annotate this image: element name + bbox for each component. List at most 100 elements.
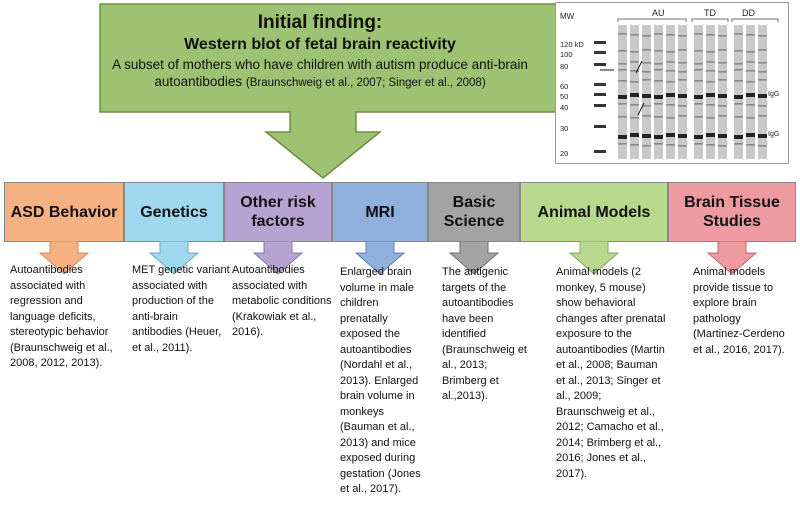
callout-subtitle: Western blot of fetal brain reactivity bbox=[184, 36, 456, 53]
blot-band bbox=[630, 133, 639, 137]
blot-band bbox=[746, 70, 755, 72]
blot-band bbox=[758, 94, 767, 98]
blot-band bbox=[666, 117, 675, 119]
blot-band bbox=[630, 51, 639, 53]
igg-label-light: IgG bbox=[768, 131, 779, 138]
down-arrow-icon bbox=[38, 241, 90, 275]
blot-band bbox=[618, 33, 627, 35]
down-arrow-icon bbox=[448, 241, 500, 275]
genetics-description: MET genetic variant associated with prod… bbox=[132, 264, 230, 354]
blot-band bbox=[618, 95, 627, 99]
blot-band bbox=[694, 80, 703, 82]
blot-lanes bbox=[594, 25, 767, 159]
blot-band bbox=[666, 93, 675, 97]
mw-marker: 50 bbox=[560, 92, 568, 101]
blot-band bbox=[666, 70, 675, 72]
blot-lane bbox=[694, 25, 703, 159]
blot-band bbox=[654, 103, 663, 105]
callout-body-wrap: A subset of mothers who have children wi… bbox=[110, 56, 530, 92]
au-bracket bbox=[617, 18, 687, 22]
blot-band bbox=[666, 51, 675, 53]
blot-band bbox=[758, 49, 767, 51]
blot-band bbox=[718, 71, 727, 73]
blot-band bbox=[706, 93, 715, 97]
blot-band bbox=[718, 94, 727, 98]
blot-band bbox=[678, 71, 687, 73]
blot-band bbox=[630, 81, 639, 83]
blot-band bbox=[706, 51, 715, 53]
blot-band bbox=[758, 115, 767, 117]
blot-band bbox=[694, 69, 703, 71]
mw-marker: 30 bbox=[560, 124, 568, 133]
blot-band bbox=[706, 34, 715, 36]
category-genetics: Genetics bbox=[124, 182, 224, 275]
category-brain-tissue-studies: Brain Tissue Studies bbox=[668, 182, 796, 275]
down-arrow-icon bbox=[252, 241, 304, 275]
blot-band bbox=[654, 143, 663, 145]
blot-band bbox=[746, 81, 755, 83]
ladder-band bbox=[594, 63, 606, 66]
blot-band bbox=[734, 116, 743, 118]
blot-band bbox=[694, 95, 703, 99]
blot-band bbox=[758, 134, 767, 138]
category-asd-behavior: ASD Behavior bbox=[4, 182, 124, 275]
ladder-band bbox=[594, 104, 606, 107]
blot-band bbox=[746, 117, 755, 119]
blot-band bbox=[694, 116, 703, 118]
callout-citation: (Braunschweig et al., 2007; Singer et al… bbox=[245, 77, 486, 89]
ladder-band bbox=[594, 41, 606, 44]
blot-band bbox=[678, 49, 687, 51]
blot-band bbox=[758, 35, 767, 37]
blot-band bbox=[654, 69, 663, 71]
blot-band bbox=[746, 34, 755, 36]
ladder-band bbox=[594, 51, 606, 54]
blot-band bbox=[666, 133, 675, 137]
blot-band bbox=[654, 33, 663, 35]
blot-band bbox=[706, 117, 715, 119]
blot-band bbox=[678, 115, 687, 117]
blot-lane bbox=[678, 25, 687, 159]
category-title: Basic bbox=[452, 194, 496, 211]
blot-band bbox=[746, 61, 755, 63]
blot-band bbox=[758, 145, 767, 147]
initial-finding-callout: Initial finding: Western blot of fetal b… bbox=[0, 0, 560, 180]
dd-bracket bbox=[731, 18, 779, 22]
blot-band bbox=[678, 105, 687, 107]
blot-band bbox=[758, 79, 767, 81]
blot-band bbox=[618, 143, 627, 145]
blot-band bbox=[630, 61, 639, 63]
td-bracket bbox=[691, 18, 729, 22]
blot-band bbox=[694, 33, 703, 35]
blot-band bbox=[678, 62, 687, 64]
blot-band bbox=[642, 134, 651, 138]
asd-behavior-description: Autoantibodies associated with regressio… bbox=[10, 264, 113, 369]
blot-band bbox=[746, 133, 755, 137]
blot-band bbox=[746, 104, 755, 106]
blot-band bbox=[618, 80, 627, 82]
blot-band bbox=[630, 144, 639, 146]
blot-band bbox=[666, 144, 675, 146]
other-risk-factors-description: Autoantibodies associated with metabolic… bbox=[232, 264, 332, 338]
blot-band bbox=[734, 143, 743, 145]
brain-tissue-description: Animal models provide tissue to explore … bbox=[693, 266, 785, 356]
blot-lane bbox=[642, 25, 651, 159]
blot-lane bbox=[654, 25, 663, 159]
blot-band bbox=[666, 81, 675, 83]
blot-band bbox=[718, 35, 727, 37]
blot-band bbox=[758, 105, 767, 107]
blot-band bbox=[678, 94, 687, 98]
down-arrow-icon bbox=[354, 241, 406, 275]
blot-band bbox=[678, 134, 687, 138]
down-arrow-icon bbox=[148, 241, 200, 275]
blot-band bbox=[706, 144, 715, 146]
western-blot-figure: MW AU TD DD 120 kD 100 80 60 50 40 30 20… bbox=[560, 8, 779, 159]
animal-models-description: Animal models (2 monkey, 5 mouse) show b… bbox=[556, 266, 666, 480]
blot-band bbox=[678, 79, 687, 81]
callout-body: A subset of mothers who have children wi… bbox=[112, 57, 528, 89]
blot-band bbox=[630, 34, 639, 36]
blot-band bbox=[746, 51, 755, 53]
mw-label: MW bbox=[560, 12, 575, 21]
category-title: MRI bbox=[365, 203, 395, 221]
band-arrow-3 bbox=[637, 102, 645, 116]
blot-band bbox=[706, 104, 715, 106]
